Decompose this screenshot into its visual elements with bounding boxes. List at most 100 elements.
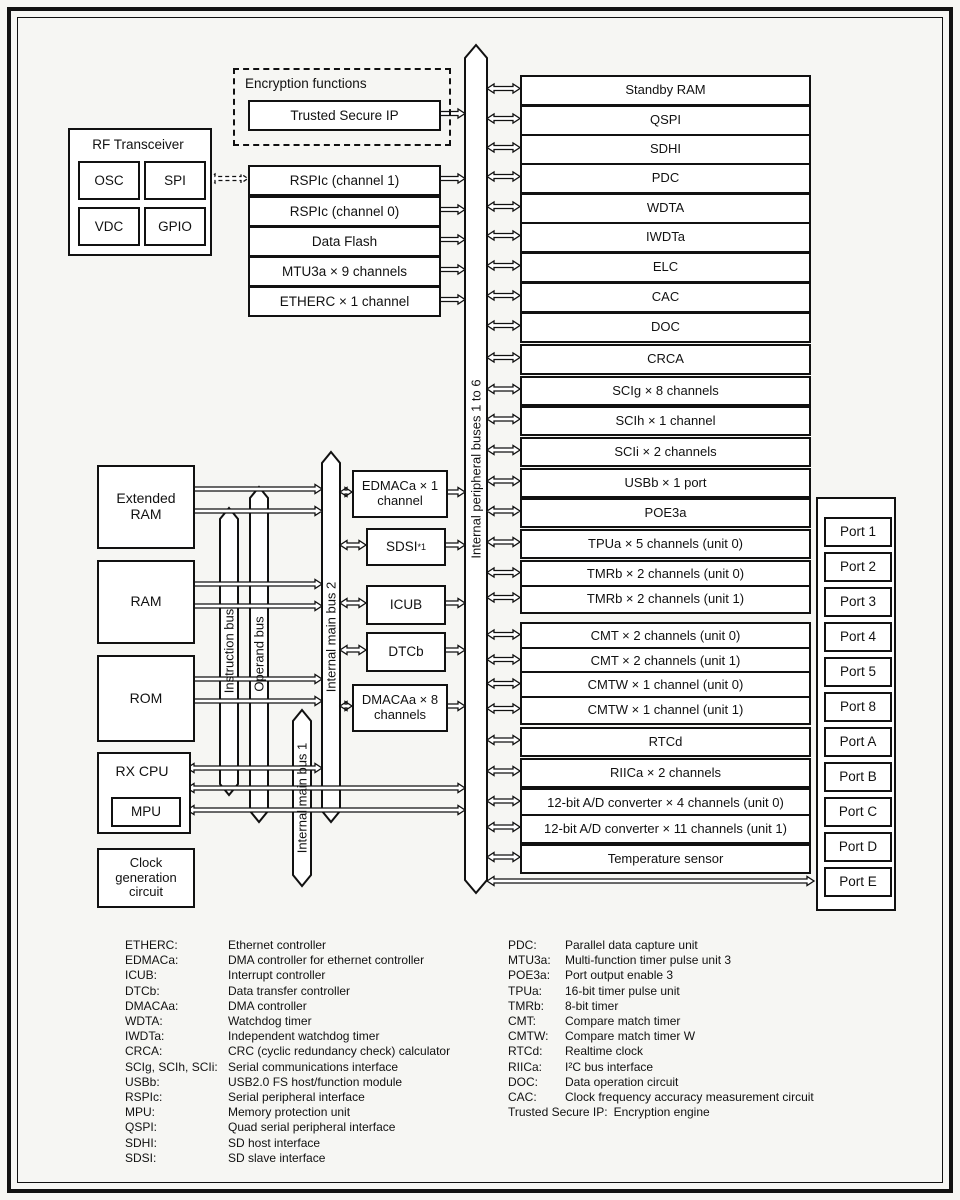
connector-arrow [485, 505, 522, 517]
block-scih: SCIh × 1 channel [520, 406, 811, 436]
connector-arrow [485, 821, 522, 833]
legend-row: MTU3a:Multi-function timer pulse unit 3 [508, 953, 814, 968]
block-temperature-sensor: Temperature sensor [520, 844, 811, 874]
legend-term: PDC: [508, 938, 537, 952]
connector-arrow [485, 475, 522, 487]
block-spi: SPI [144, 161, 206, 200]
legend-row: SDSI:SD slave interface [125, 1151, 450, 1166]
block-cac: CAC [520, 282, 811, 313]
legend-def: Interrupt controller [228, 968, 326, 983]
connector-arrow [485, 289, 522, 302]
block-elc: ELC [520, 252, 811, 283]
legend-def: CRC (cyclic redundancy check) calculator [228, 1044, 451, 1059]
connector-arrow [485, 875, 816, 887]
legend-row: IWDTa: Independent watchdog timer [125, 1029, 450, 1044]
legend-term: CMT: [508, 1014, 536, 1029]
legend-row: ICUB:Interrupt controller [125, 968, 450, 983]
connector-arrow [485, 765, 522, 777]
block-adc-unit0: 12-bit A/D converter × 4 channels (unit … [520, 788, 811, 818]
legend-row: CMTW:Compare match timer W [508, 1029, 814, 1044]
internal-main-bus1-shape [292, 708, 312, 888]
legend-row: Trusted Secure IP:Encryption engine [508, 1105, 814, 1120]
peripheral-bus-shape [464, 43, 488, 895]
block-ram: RAM [97, 560, 195, 644]
internal-main-bus1-label: Internal main bus 1 [294, 742, 310, 854]
legend-def: Parallel data capture unit [565, 938, 698, 952]
legend-row: MPU: Memory protection unit [125, 1105, 450, 1120]
legend-def: Data transfer controller [228, 983, 351, 998]
legend-term: IWDTa: [125, 1029, 165, 1044]
legend-def: Memory protection unit [228, 1105, 351, 1120]
connector-arrow [485, 259, 522, 272]
instruction-bus-label: Instruction bus [221, 608, 237, 694]
legend-term: CAC: [508, 1090, 537, 1105]
block-tmrb-unit1: TMRb × 2 channels (unit 1) [520, 585, 811, 614]
legend-term: ETHERC: [125, 938, 178, 952]
connector-arrow [185, 762, 324, 774]
block-trusted-secure-ip: Trusted Secure IP [248, 100, 441, 131]
connector-arrow [485, 383, 522, 395]
connector-arrow [485, 851, 522, 863]
block-mtu3a: MTU3a × 9 channels [248, 256, 441, 287]
legend-def: I²C bus interface [565, 1059, 654, 1074]
port-a: Port A [824, 727, 892, 757]
block-etherc: ETHERC × 1 channel [248, 286, 441, 317]
legend-def: Watchdog timer [228, 1014, 312, 1029]
block-doc: DOC [520, 312, 811, 343]
connector-arrow [485, 200, 522, 213]
port-c: Port C [824, 797, 892, 827]
block-rspic-ch1: RSPIc (channel 1) [248, 165, 441, 196]
block-extended-ram: Extended RAM [97, 465, 195, 549]
block-cmtw-unit0: CMTW × 1 channel (unit 0) [520, 671, 811, 700]
port-1: Port 1 [824, 517, 892, 547]
port-5: Port 5 [824, 657, 892, 687]
connector-arrow [485, 351, 522, 364]
connector-arrow [485, 702, 522, 715]
connector-arrow [485, 536, 522, 548]
block-osc: OSC [78, 161, 140, 200]
block-dtcb: DTCb [366, 632, 446, 672]
legend-row: POE3a:Port output enable 3 [508, 968, 814, 983]
internal-main-bus2-label: Internal main bus 2 [323, 581, 339, 693]
block-rom: ROM [97, 655, 195, 742]
legend-term: MPU: [125, 1105, 155, 1120]
legend-def: Compare match timer [565, 1014, 681, 1029]
legend-left: ETHERC:Ethernet controller EDMACa:DMA co… [125, 938, 450, 1166]
legend-term: SCIg, SCIh, SCIi: [125, 1059, 218, 1074]
block-qspi: QSPI [520, 105, 811, 136]
block-rspic-ch0: RSPIc (channel 0) [248, 196, 441, 227]
connector-arrow [338, 486, 354, 498]
encryption-functions-group [233, 68, 451, 146]
legend-def: SD host interface [228, 1135, 321, 1150]
legend-row: EDMACa: DMA controller for ethernet contr… [125, 953, 450, 968]
block-edmaca: EDMACa × 1 channel [352, 470, 448, 518]
legend-def: Compare match timer W [565, 1029, 696, 1044]
block-cmtw-unit1: CMTW × 1 channel (unit 1) [520, 696, 811, 725]
legend-term: POE3a: [508, 968, 551, 983]
legend-def: DMA controller for ethernet controller [228, 953, 425, 968]
peripheral-bus-label: Internal peripheral buses 1 to 6 [468, 379, 484, 559]
connector-arrow [338, 644, 368, 656]
legend-term: EDMACa: [125, 953, 179, 968]
legend-def: Realtime clock [565, 1044, 644, 1059]
legend-term: RTCd: [508, 1044, 543, 1059]
connector-arrow [485, 591, 522, 604]
port-e: Port E [824, 867, 892, 897]
legend-def: Clock frequency accuracy measurement cir… [565, 1090, 814, 1105]
legend-def: Multi-function timer pulse unit 3 [565, 953, 732, 968]
connector-arrow [485, 444, 522, 456]
legend-term: QSPI: [125, 1120, 158, 1135]
legend-row: PDC: Parallel data capture unit [508, 938, 814, 953]
block-standby-ram: Standby RAM [520, 75, 811, 106]
port-8: Port 8 [824, 692, 892, 722]
connector-arrow [485, 112, 522, 125]
connector-arrow [485, 795, 522, 807]
block-iwdta: IWDTa [520, 222, 811, 253]
legend-def: Independent watchdog timer [228, 1029, 380, 1044]
connector-arrow [485, 734, 522, 746]
connector-arrow [338, 539, 368, 551]
legend-def: Serial communications interface [228, 1059, 399, 1074]
block-pdc: PDC [520, 163, 811, 194]
legend-row: CAC: Clock frequency accuracy measurement… [508, 1090, 814, 1105]
